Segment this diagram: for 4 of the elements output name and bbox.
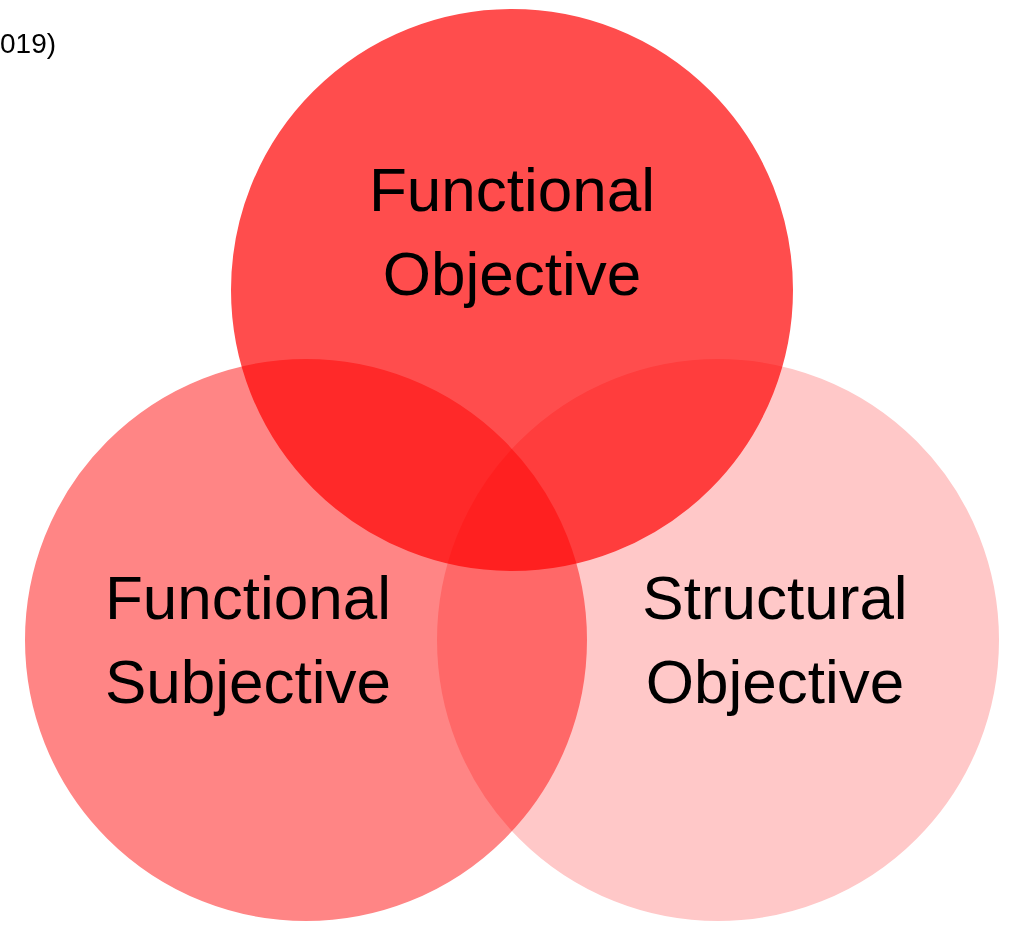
- circle-label: Functional Subjective: [103, 562, 393, 718]
- note-text: 019): [0, 28, 57, 60]
- circle-label: Functional Objective: [367, 154, 657, 310]
- circle-label: Structural Objective: [641, 562, 909, 718]
